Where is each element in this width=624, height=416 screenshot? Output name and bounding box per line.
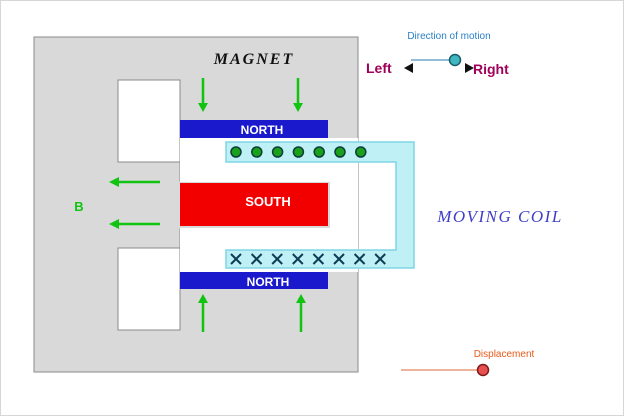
- coil-cross-icon: [353, 253, 366, 265]
- coil-dot-icon: [313, 146, 325, 158]
- north-bottom-label: NORTH: [247, 275, 290, 289]
- south-label: SOUTH: [245, 194, 291, 209]
- motion-left-label: Left: [366, 60, 392, 76]
- displacement-slider-handle[interactable]: [476, 363, 490, 377]
- magnet-title: MAGNET: [213, 51, 294, 68]
- coil-dot-icon: [355, 146, 367, 158]
- coil-cross-icon: [230, 253, 242, 265]
- right-arrow-icon: [465, 63, 474, 73]
- north-top-label: NORTH: [241, 123, 284, 137]
- displacement-caption: Displacement: [474, 349, 535, 360]
- coil-dot-icon: [230, 146, 242, 158]
- coil-dot-icon: [251, 146, 263, 158]
- coil-dot-icon: [292, 146, 305, 158]
- magnet-gap-bottom: [117, 247, 181, 331]
- flux-arrowhead-bottom-left: [198, 294, 208, 303]
- coil-cross-icon: [312, 253, 325, 265]
- b-field-label: B: [74, 199, 83, 214]
- motion-slider-handle[interactable]: [448, 53, 462, 67]
- flux-arrowhead-top-left: [198, 103, 208, 112]
- coil-cross-icon: [374, 253, 386, 265]
- b-field-arrowhead-top: [109, 177, 119, 187]
- left-arrow-icon: [404, 63, 413, 73]
- b-field-arrowhead-bottom: [109, 219, 119, 229]
- motion-caption: Direction of motion: [407, 31, 490, 42]
- coil-cross-icon: [250, 253, 263, 265]
- flux-arrowhead-top-right: [293, 103, 303, 112]
- coil-dot-icon: [271, 146, 284, 158]
- coil-dot-icon: [334, 146, 346, 158]
- south-pole: [180, 183, 328, 226]
- moving-coil: [225, 141, 415, 269]
- coil-cross-icon: [333, 253, 345, 265]
- coil-title: MOVING COIL: [436, 207, 563, 226]
- north-pole-top: [180, 120, 328, 138]
- flux-arrowhead-bottom-right: [296, 294, 306, 303]
- motion-right-label: Right: [473, 61, 509, 77]
- magnet-gap-top: [117, 79, 181, 163]
- coil-cross-icon: [271, 253, 283, 265]
- coil-cross-icon: [292, 253, 304, 265]
- north-pole-bottom: [180, 272, 328, 289]
